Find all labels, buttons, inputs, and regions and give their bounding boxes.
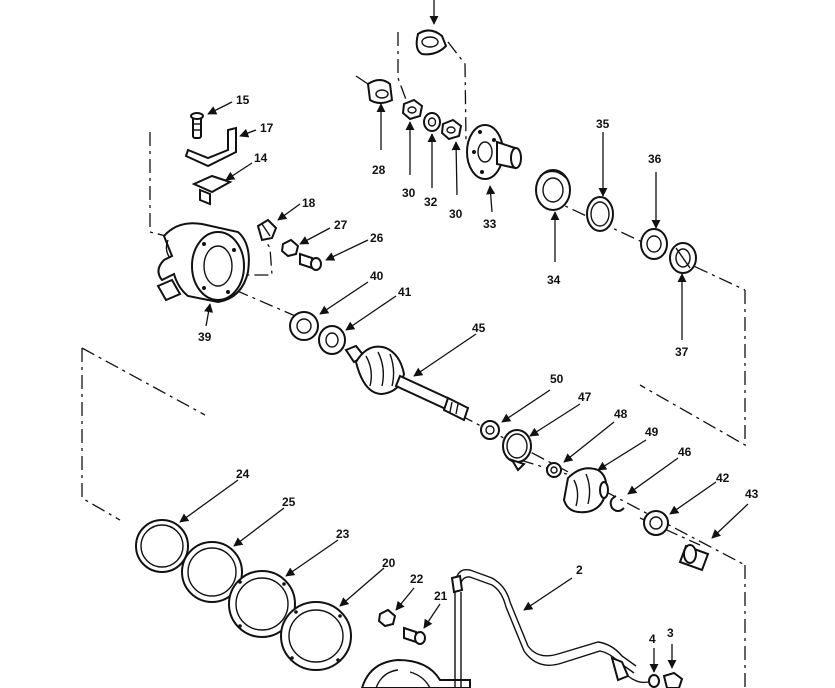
callout-21: 21: [434, 589, 448, 603]
callout-17: 17: [260, 121, 274, 135]
part-27-nut: 27: [280, 218, 348, 258]
part-3-vent-cap: 3: [662, 626, 684, 688]
callout-35: 35: [596, 117, 610, 131]
callout-26: 26: [370, 231, 384, 245]
callout-14: 14: [254, 151, 268, 165]
part-21-bolt: 21: [403, 589, 448, 645]
callout-41: 41: [398, 285, 412, 299]
part-20-cover-gasket: 20: [280, 556, 396, 671]
callout-45: 45: [472, 321, 486, 335]
part-35-seal-ring: 35: [586, 117, 614, 232]
part-42-bearing: 42: [643, 471, 730, 536]
part-45-axle-shaft: 45: [344, 321, 486, 422]
part-2-vent-hose: 2: [450, 563, 649, 688]
part-41-bearing: 41: [318, 285, 412, 355]
part-49-cv-boot: 49: [562, 425, 659, 514]
callout-15: 15: [236, 93, 250, 107]
part-50-ring: 50: [480, 372, 564, 440]
callout-39: 39: [198, 330, 212, 344]
callout-23: 23: [336, 527, 350, 541]
callout-30b: 30: [449, 207, 463, 221]
callout-30a: 30: [402, 186, 416, 200]
part-33-hub: 33: [466, 124, 522, 231]
callout-2: 2: [576, 563, 583, 577]
callout-27: 27: [334, 218, 348, 232]
part-32-lock-washer: 32: [423, 112, 441, 209]
part-48-small-clamp: 48: [546, 407, 628, 478]
part-47-boot-clamp: 47: [502, 390, 592, 472]
callout-50: 50: [550, 372, 564, 386]
part-axle-housing: [360, 658, 471, 688]
callout-20: 20: [382, 556, 396, 570]
part-30-nut-b: 30: [440, 118, 463, 221]
part-24-oring: 24: [135, 467, 250, 573]
part-4-fitting: 4: [648, 632, 660, 688]
callout-3: 3: [667, 626, 674, 640]
callout-22: 22: [410, 572, 424, 586]
part-36-bearing: 36: [640, 152, 668, 260]
part-17-bracket: 17: [184, 121, 274, 168]
callout-37: 37: [675, 345, 689, 359]
part-30-nut-a: 30: [401, 98, 424, 200]
callout-24: 24: [236, 467, 250, 481]
part-22-nut: 22: [377, 572, 424, 628]
part-26-bolt: 26: [299, 231, 384, 271]
callout-47: 47: [578, 390, 592, 404]
callout-4: 4: [649, 632, 656, 646]
callout-25: 25: [282, 495, 296, 509]
callout-46: 46: [678, 445, 692, 459]
callout-18: 18: [302, 196, 316, 210]
callout-28: 28: [372, 163, 386, 177]
callout-48: 48: [614, 407, 628, 421]
part-18-fitting: 18: [256, 196, 316, 242]
part-28-dust-cap: 28: [355, 75, 394, 177]
part-25-seal: 25: [181, 495, 296, 603]
part-14-sensor-plate: 14: [191, 151, 268, 206]
callout-42: 42: [716, 471, 730, 485]
callout-34: 34: [547, 273, 561, 287]
part-15-bolt: 15: [190, 93, 250, 139]
assembly-guide-lines: [81, 32, 746, 688]
part-40-bearing: 40: [289, 269, 384, 341]
part-43-sleeve: 43: [678, 487, 759, 572]
callout-36: 36: [648, 152, 662, 166]
part-37-outer-bearing: 37: [669, 242, 697, 359]
callout-43: 43: [745, 487, 759, 501]
part-39-steering-knuckle: 39: [156, 222, 250, 344]
part-top-nut: [415, 0, 448, 56]
callout-49: 49: [645, 425, 659, 439]
part-34-bearing-race: 34: [535, 169, 571, 287]
callout-40: 40: [370, 269, 384, 283]
callout-32: 32: [424, 195, 438, 209]
part-46-snap-ring: 46: [609, 445, 692, 512]
callout-33: 33: [483, 217, 497, 231]
